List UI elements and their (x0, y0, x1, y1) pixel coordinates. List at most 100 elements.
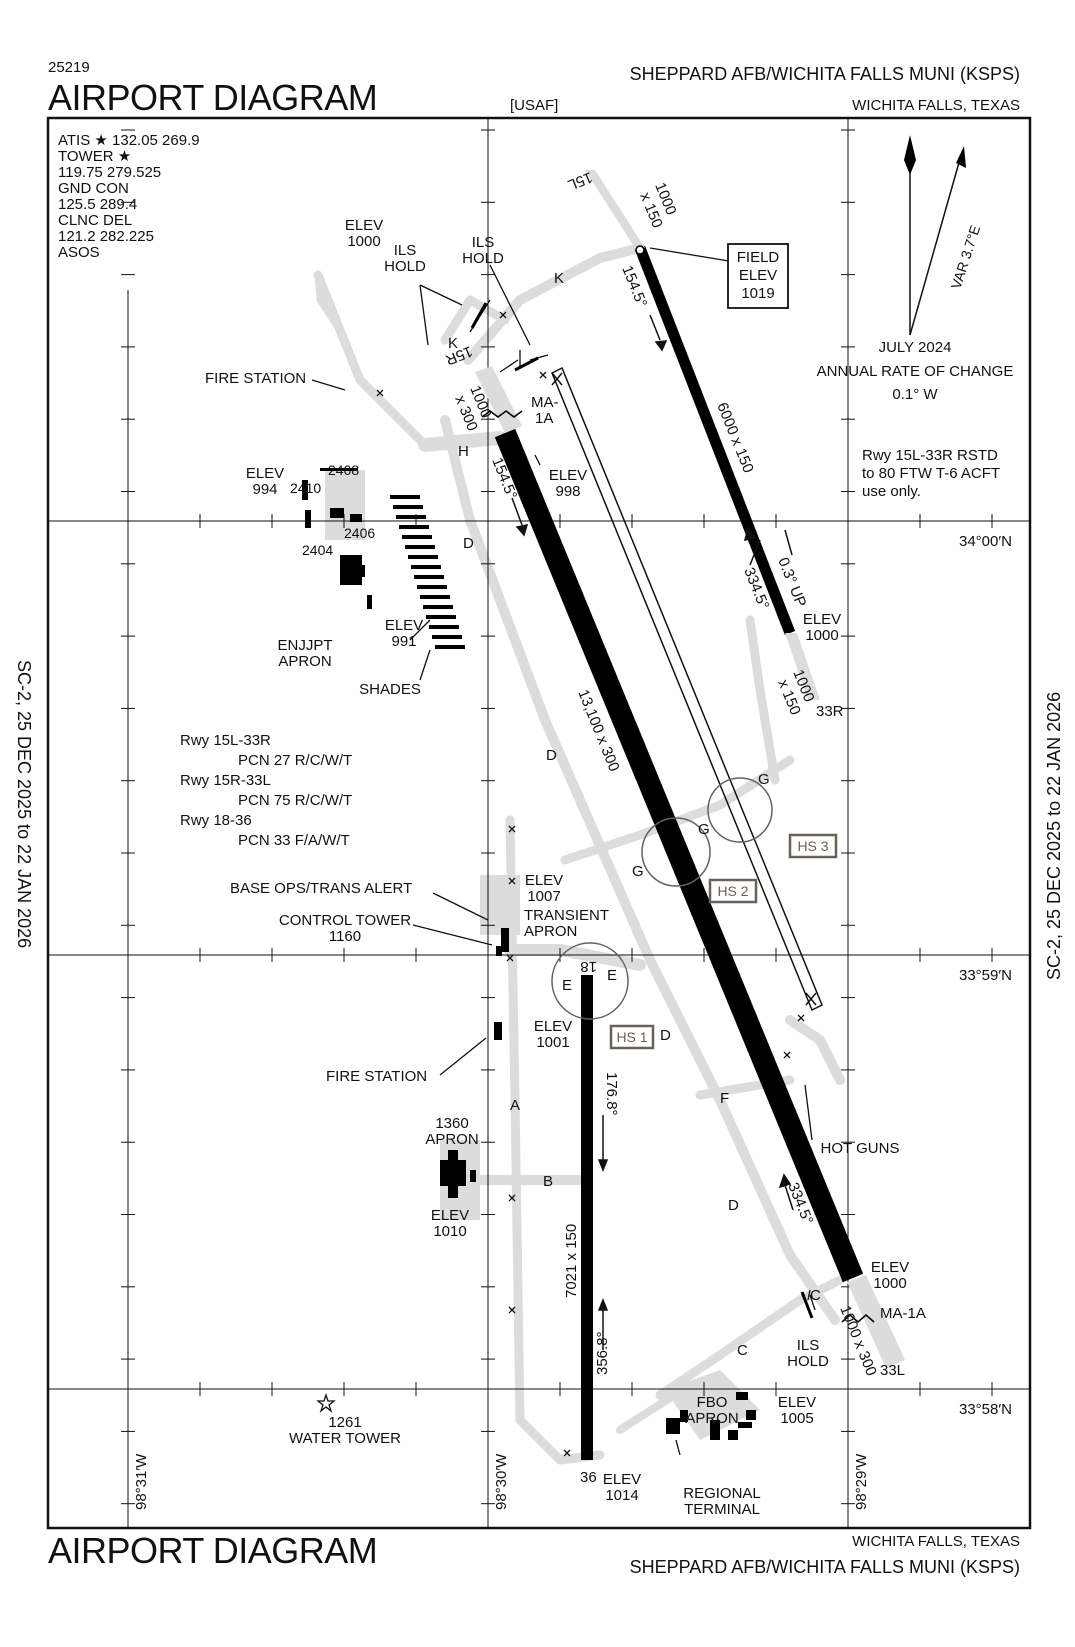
svg-text:Rwy 15R-33L: Rwy 15R-33L (180, 772, 271, 789)
svg-text:PCN 33 F/A/W/T: PCN 33 F/A/W/T (238, 832, 350, 849)
airport-name: SHEPPARD AFB/WICHITA FALLS MUNI (KSPS) (630, 64, 1020, 84)
comm-line: GND CON (58, 180, 129, 197)
svg-text:HOLD: HOLD (384, 258, 426, 275)
svg-text:1000: 1000 (347, 233, 380, 250)
svg-text:SHADES: SHADES (359, 681, 421, 698)
svg-text:Rwy 15L-33R: Rwy 15L-33R (180, 732, 271, 749)
svg-text:HOT GUNS: HOT GUNS (821, 1140, 900, 1157)
svg-text:1160: 1160 (329, 928, 361, 945)
svg-text:1261: 1261 (328, 1414, 361, 1431)
taxiway-network (313, 243, 845, 1465)
svg-text:2406: 2406 (344, 525, 375, 541)
footer-airport-name: SHEPPARD AFB/WICHITA FALLS MUNI (KSPS) (630, 1557, 1020, 1577)
svg-text:ELEV: ELEV (345, 217, 383, 234)
svg-text:ILS: ILS (394, 242, 417, 259)
svg-text:APRON: APRON (278, 653, 331, 670)
comm-line: TOWER ★ (58, 148, 131, 165)
right-margin-date: SC-2, 25 DEC 2025 to 22 JAN 2026 (1044, 692, 1064, 980)
svg-text:K: K (554, 270, 564, 287)
coordinates: 34°00′N 33°59′N 33°58′N 98°31′W 98°30′W … (133, 533, 1012, 1510)
svg-text:1010: 1010 (433, 1223, 466, 1240)
svg-text:REGIONAL: REGIONAL (683, 1485, 761, 1502)
elevation-labels: ELEV 1000 ELEV 998 ELEV 994 ELEV 991 ELE… (246, 217, 909, 1504)
hot-spot-1-box (609, 1024, 655, 1050)
runway-15L-33R (585, 170, 820, 700)
svg-text:34°00′N: 34°00′N (959, 533, 1012, 550)
svg-text:ELEV: ELEV (739, 267, 777, 284)
svg-text:G: G (698, 821, 710, 838)
var-label: VAR 3.7°E (948, 223, 984, 291)
svg-text:G: G (758, 771, 770, 788)
svg-text:33°59′N: 33°59′N (959, 967, 1012, 984)
closed-parallel-strip (551, 366, 823, 1012)
svg-text:Rwy 18-36: Rwy 18-36 (180, 812, 252, 829)
svg-text:D: D (546, 747, 557, 764)
svg-text:PCN 27 R/C/W/T: PCN 27 R/C/W/T (238, 752, 352, 769)
shades-structure (390, 495, 465, 649)
buildings (302, 468, 756, 1440)
svg-text:356.8°: 356.8° (594, 1331, 611, 1375)
comm-line: 121.2 282.225 (58, 228, 154, 245)
operator: [USAF] (510, 97, 558, 114)
rwy-18-label: 18 (580, 958, 597, 975)
svg-text:TERMINAL: TERMINAL (684, 1501, 760, 1518)
svg-text:98°31′W: 98°31′W (133, 1453, 150, 1510)
hot-spot-2-box (708, 878, 758, 904)
svg-text:ELEV: ELEV (803, 611, 841, 628)
grid-ticks (121, 129, 993, 1528)
rwy-18-dimensions: 7021 x 150 (563, 1224, 580, 1298)
left-margin-date: SC-2, 25 DEC 2025 to 22 JAN 2026 (14, 660, 34, 948)
svg-text:CONTROL TOWER: CONTROL TOWER (279, 912, 411, 929)
field-elev-box: FIELD ELEV 1019 (727, 243, 789, 309)
svg-text:ELEV: ELEV (603, 1471, 641, 1488)
chart-number: 25219 (48, 59, 90, 76)
comms-block: ATIS ★ 132.05 269.9 TOWER ★ 119.75 279.5… (58, 132, 200, 261)
svg-text:2408: 2408 (328, 462, 359, 478)
svg-text:1000: 1000 (873, 1275, 906, 1292)
svg-text:HS 1: HS 1 (616, 1029, 647, 1045)
magnetic-variation: VAR 3.7°E JULY 2024 ANNUAL RATE OF CHANG… (817, 223, 1014, 403)
svg-text:HS 2: HS 2 (717, 883, 748, 899)
svg-text:APRON: APRON (425, 1131, 478, 1148)
svg-text:1001: 1001 (536, 1034, 569, 1051)
svg-text:2410: 2410 (290, 480, 321, 496)
svg-text:D: D (728, 1197, 739, 1214)
feature-labels: ILS HOLD ILS HOLD ILS HOLD MA- 1A MA-1A … (205, 234, 926, 1518)
comm-line: ATIS ★ 132.05 269.9 (58, 132, 200, 149)
hot-spot-2-circle (641, 817, 711, 887)
svg-text:D: D (660, 1027, 671, 1044)
svg-text:B: B (543, 1173, 553, 1190)
svg-text:1005: 1005 (780, 1410, 813, 1427)
svg-text:994: 994 (252, 481, 277, 498)
rwy-15L-label: 15L (565, 168, 595, 193)
svg-text:33°58′N: 33°58′N (959, 1401, 1012, 1418)
svg-text:1007: 1007 (527, 888, 560, 905)
svg-text:ELEV: ELEV (534, 1018, 572, 1035)
svg-text:98°30′W: 98°30′W (493, 1453, 510, 1510)
svg-text:ELEV: ELEV (549, 467, 587, 484)
svg-text:FIRE STATION: FIRE STATION (326, 1068, 427, 1085)
rwy-33L-label: 33L (880, 1362, 905, 1379)
svg-text:E: E (607, 967, 617, 984)
water-tower-icon (316, 1392, 336, 1413)
svg-text:991: 991 (391, 633, 416, 650)
header: 25219 AIRPORT DIAGRAM SHEPPARD AFB/WICHI… (48, 59, 1020, 118)
svg-text:use only.: use only. (862, 483, 921, 500)
svg-text:E: E (562, 977, 572, 994)
svg-text:2404: 2404 (302, 542, 333, 558)
svg-text:APRON: APRON (524, 923, 577, 940)
mag-date: JULY 2024 (879, 339, 952, 356)
mag-rate-label: ANNUAL RATE OF CHANGE (817, 363, 1014, 380)
hold-bars (470, 302, 875, 1323)
comm-line: 125.5 289.4 (58, 196, 137, 213)
hot-spot-3-box (788, 833, 838, 859)
svg-text:ILS: ILS (472, 234, 495, 251)
rwy-36-label: 36 (580, 1469, 597, 1486)
hot-spot-1-circle (551, 942, 629, 1020)
margin-dates: SC-2, 25 DEC 2025 to 22 JAN 2026 SC-2, 2… (14, 660, 1064, 980)
comm-line: ASOS (58, 244, 100, 261)
svg-text:1014: 1014 (605, 1487, 638, 1504)
svg-text:HS 3: HS 3 (797, 838, 828, 854)
svg-text:HOLD: HOLD (787, 1353, 829, 1370)
mag-rate: 0.1° W (892, 386, 938, 403)
